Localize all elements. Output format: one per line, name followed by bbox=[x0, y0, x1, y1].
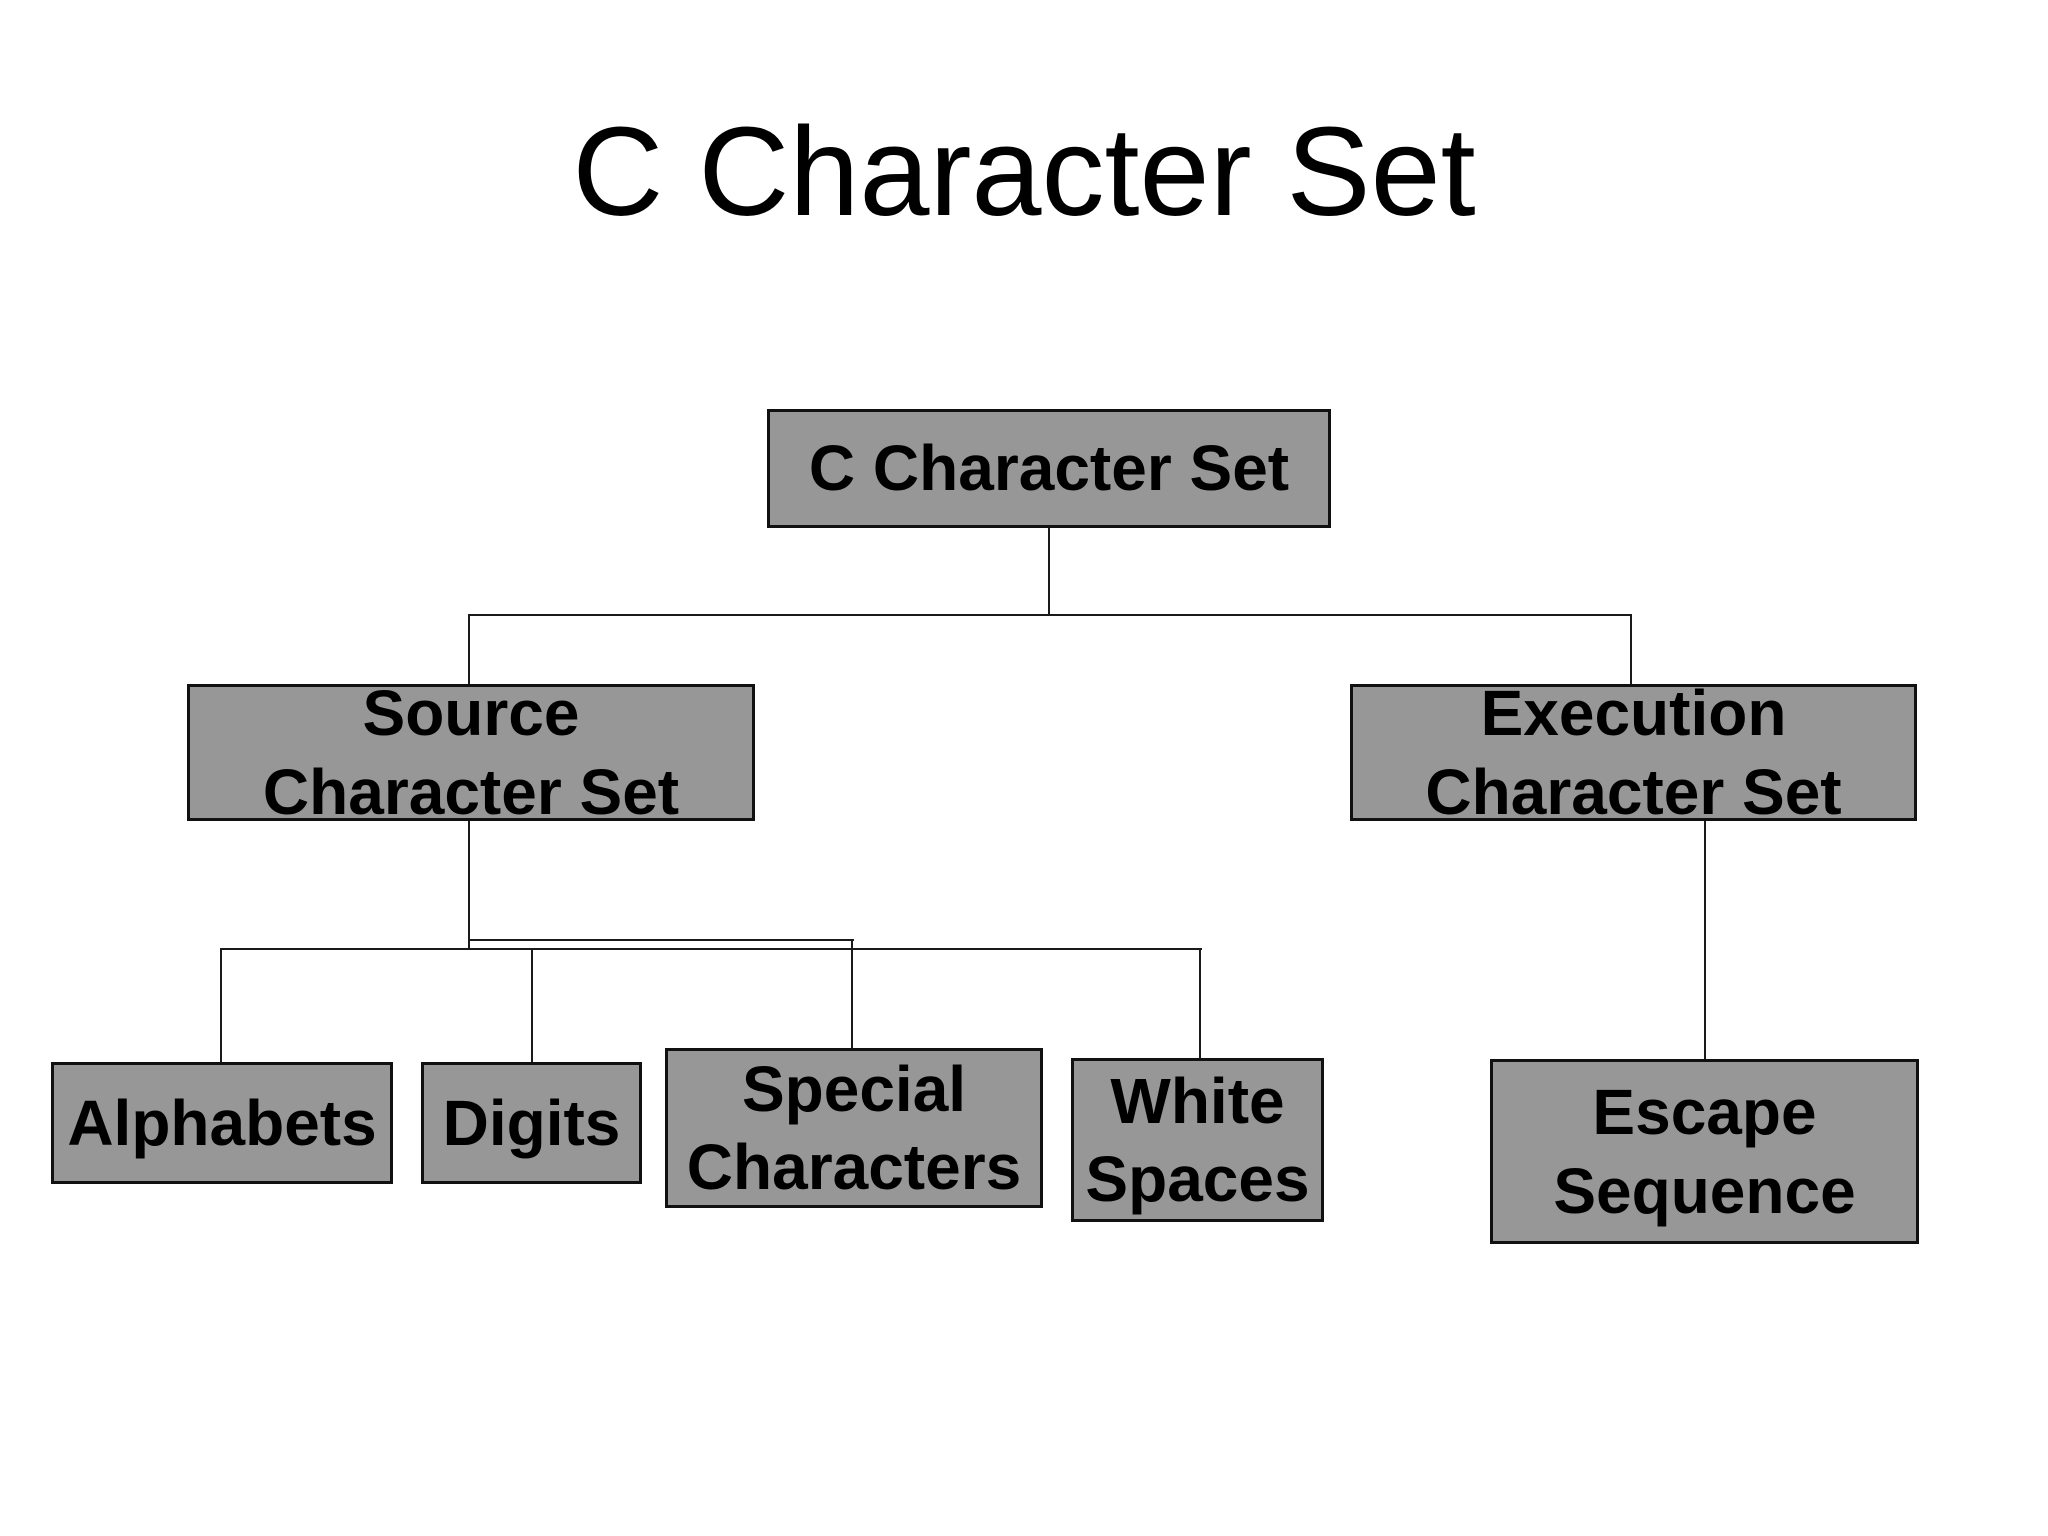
node-special-characters-label: Special Characters bbox=[686, 1052, 1022, 1203]
connector-level2-horizontal-long bbox=[220, 948, 1202, 950]
node-alphabets: Alphabets bbox=[51, 1062, 393, 1184]
node-digits-label: Digits bbox=[442, 1086, 621, 1159]
connector-execution-escape bbox=[1704, 820, 1706, 1059]
connector-special-in bbox=[851, 939, 853, 1048]
connector-level1-horizontal bbox=[468, 614, 1632, 616]
connector-white-spaces-in bbox=[1199, 948, 1201, 1058]
connector-source-down bbox=[468, 820, 470, 950]
page-title: C Character Set bbox=[572, 101, 1476, 242]
connector-digits-in bbox=[531, 948, 533, 1062]
node-c-character-set-label: C Character Set bbox=[808, 432, 1290, 505]
connector-root-down bbox=[1048, 528, 1050, 616]
node-alphabets-label: Alphabets bbox=[67, 1086, 377, 1159]
node-escape-sequence-label: Escape Sequence bbox=[1553, 1076, 1856, 1227]
node-digits: Digits bbox=[421, 1062, 642, 1184]
node-source-character-set: Source Character Set bbox=[187, 677, 755, 828]
node-source-character-set-label: Source Character Set bbox=[262, 677, 680, 828]
connector-execution-in bbox=[1630, 614, 1632, 684]
node-escape-sequence: Escape Sequence bbox=[1490, 1059, 1919, 1244]
connector-source-in bbox=[468, 614, 470, 684]
node-white-spaces-label: White Spaces bbox=[1085, 1064, 1310, 1215]
connector-level2-horizontal-short bbox=[468, 939, 854, 941]
node-white-spaces: White Spaces bbox=[1071, 1058, 1324, 1222]
node-execution-character-set-label: Execution Character Set bbox=[1425, 677, 1842, 828]
node-special-characters: Special Characters bbox=[665, 1048, 1043, 1208]
node-execution-character-set: Execution Character Set bbox=[1350, 677, 1917, 828]
connector-alphabets-in bbox=[220, 948, 222, 1062]
node-c-character-set: C Character Set bbox=[767, 409, 1331, 528]
